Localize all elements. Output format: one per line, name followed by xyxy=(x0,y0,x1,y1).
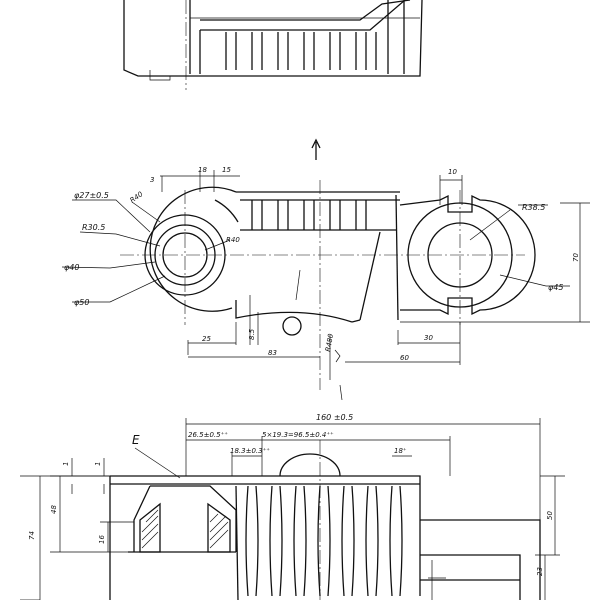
section-arrow xyxy=(311,138,321,160)
label-dim30: 30 xyxy=(424,334,433,342)
label-dim70: 70 xyxy=(572,253,580,262)
label-dia50: φ50 xyxy=(74,298,89,307)
label-dim83: 83 xyxy=(268,349,277,357)
label-dim25: 25 xyxy=(202,335,211,343)
label-dia-left-bore: φ27±0.5 xyxy=(74,191,109,200)
label-dim18b: 18⁺ xyxy=(394,447,407,455)
label-overall: 160 ±0.5 xyxy=(316,413,353,422)
top-view-grooves xyxy=(225,32,377,70)
top-view xyxy=(123,0,423,90)
middle-view-labels: φ27±0.5 R40 R30.5 φ40 φ50 R40 18 15 3 10… xyxy=(64,166,580,362)
label-dia40: φ40 xyxy=(64,263,79,272)
label-dim5x: 5×19.3=96.5±0.4⁺⁺ xyxy=(262,431,334,439)
label-dim18: 18 xyxy=(198,166,207,174)
bottom-view-labels: E 160 ±0.5 26.5±0.5⁺⁺ 5×19.3=96.5±0.4⁺⁺ … xyxy=(28,413,554,576)
label-dim10: 10 xyxy=(448,168,457,176)
label-detail-e: E xyxy=(132,433,140,447)
label-dim60: 60 xyxy=(400,354,409,362)
label-r38-5: R38.5 xyxy=(522,203,545,212)
label-dim50: 50 xyxy=(546,511,554,520)
label-r-top: R40 xyxy=(129,190,145,205)
label-dim8-5: 8.5 xyxy=(248,328,256,340)
label-dim16: 16 xyxy=(98,535,106,544)
label-dia45: φ45 xyxy=(548,283,563,292)
label-dim1a: 1 xyxy=(62,462,70,466)
label-dim26-5: 26.5±0.5⁺⁺ xyxy=(188,431,228,439)
label-dim3: 3 xyxy=(150,176,154,184)
label-r480: R480 xyxy=(324,332,335,352)
label-dim15: 15 xyxy=(222,166,231,174)
section-hatching xyxy=(139,502,231,553)
label-r40-inner: R40 xyxy=(226,236,240,244)
bottom-view-grooves xyxy=(245,485,403,597)
label-dim1b: 1 xyxy=(94,462,102,466)
label-r30-5: R30.5 xyxy=(82,223,105,232)
bottom-view xyxy=(20,418,565,600)
label-dim48: 48 xyxy=(50,505,58,514)
label-dim74: 74 xyxy=(28,531,36,540)
middle-view-grooves xyxy=(251,200,367,230)
middle-view xyxy=(61,170,590,401)
label-dim23: 23 xyxy=(536,567,544,576)
label-dim18-3: 18.3±0.3⁺⁺ xyxy=(230,447,270,455)
